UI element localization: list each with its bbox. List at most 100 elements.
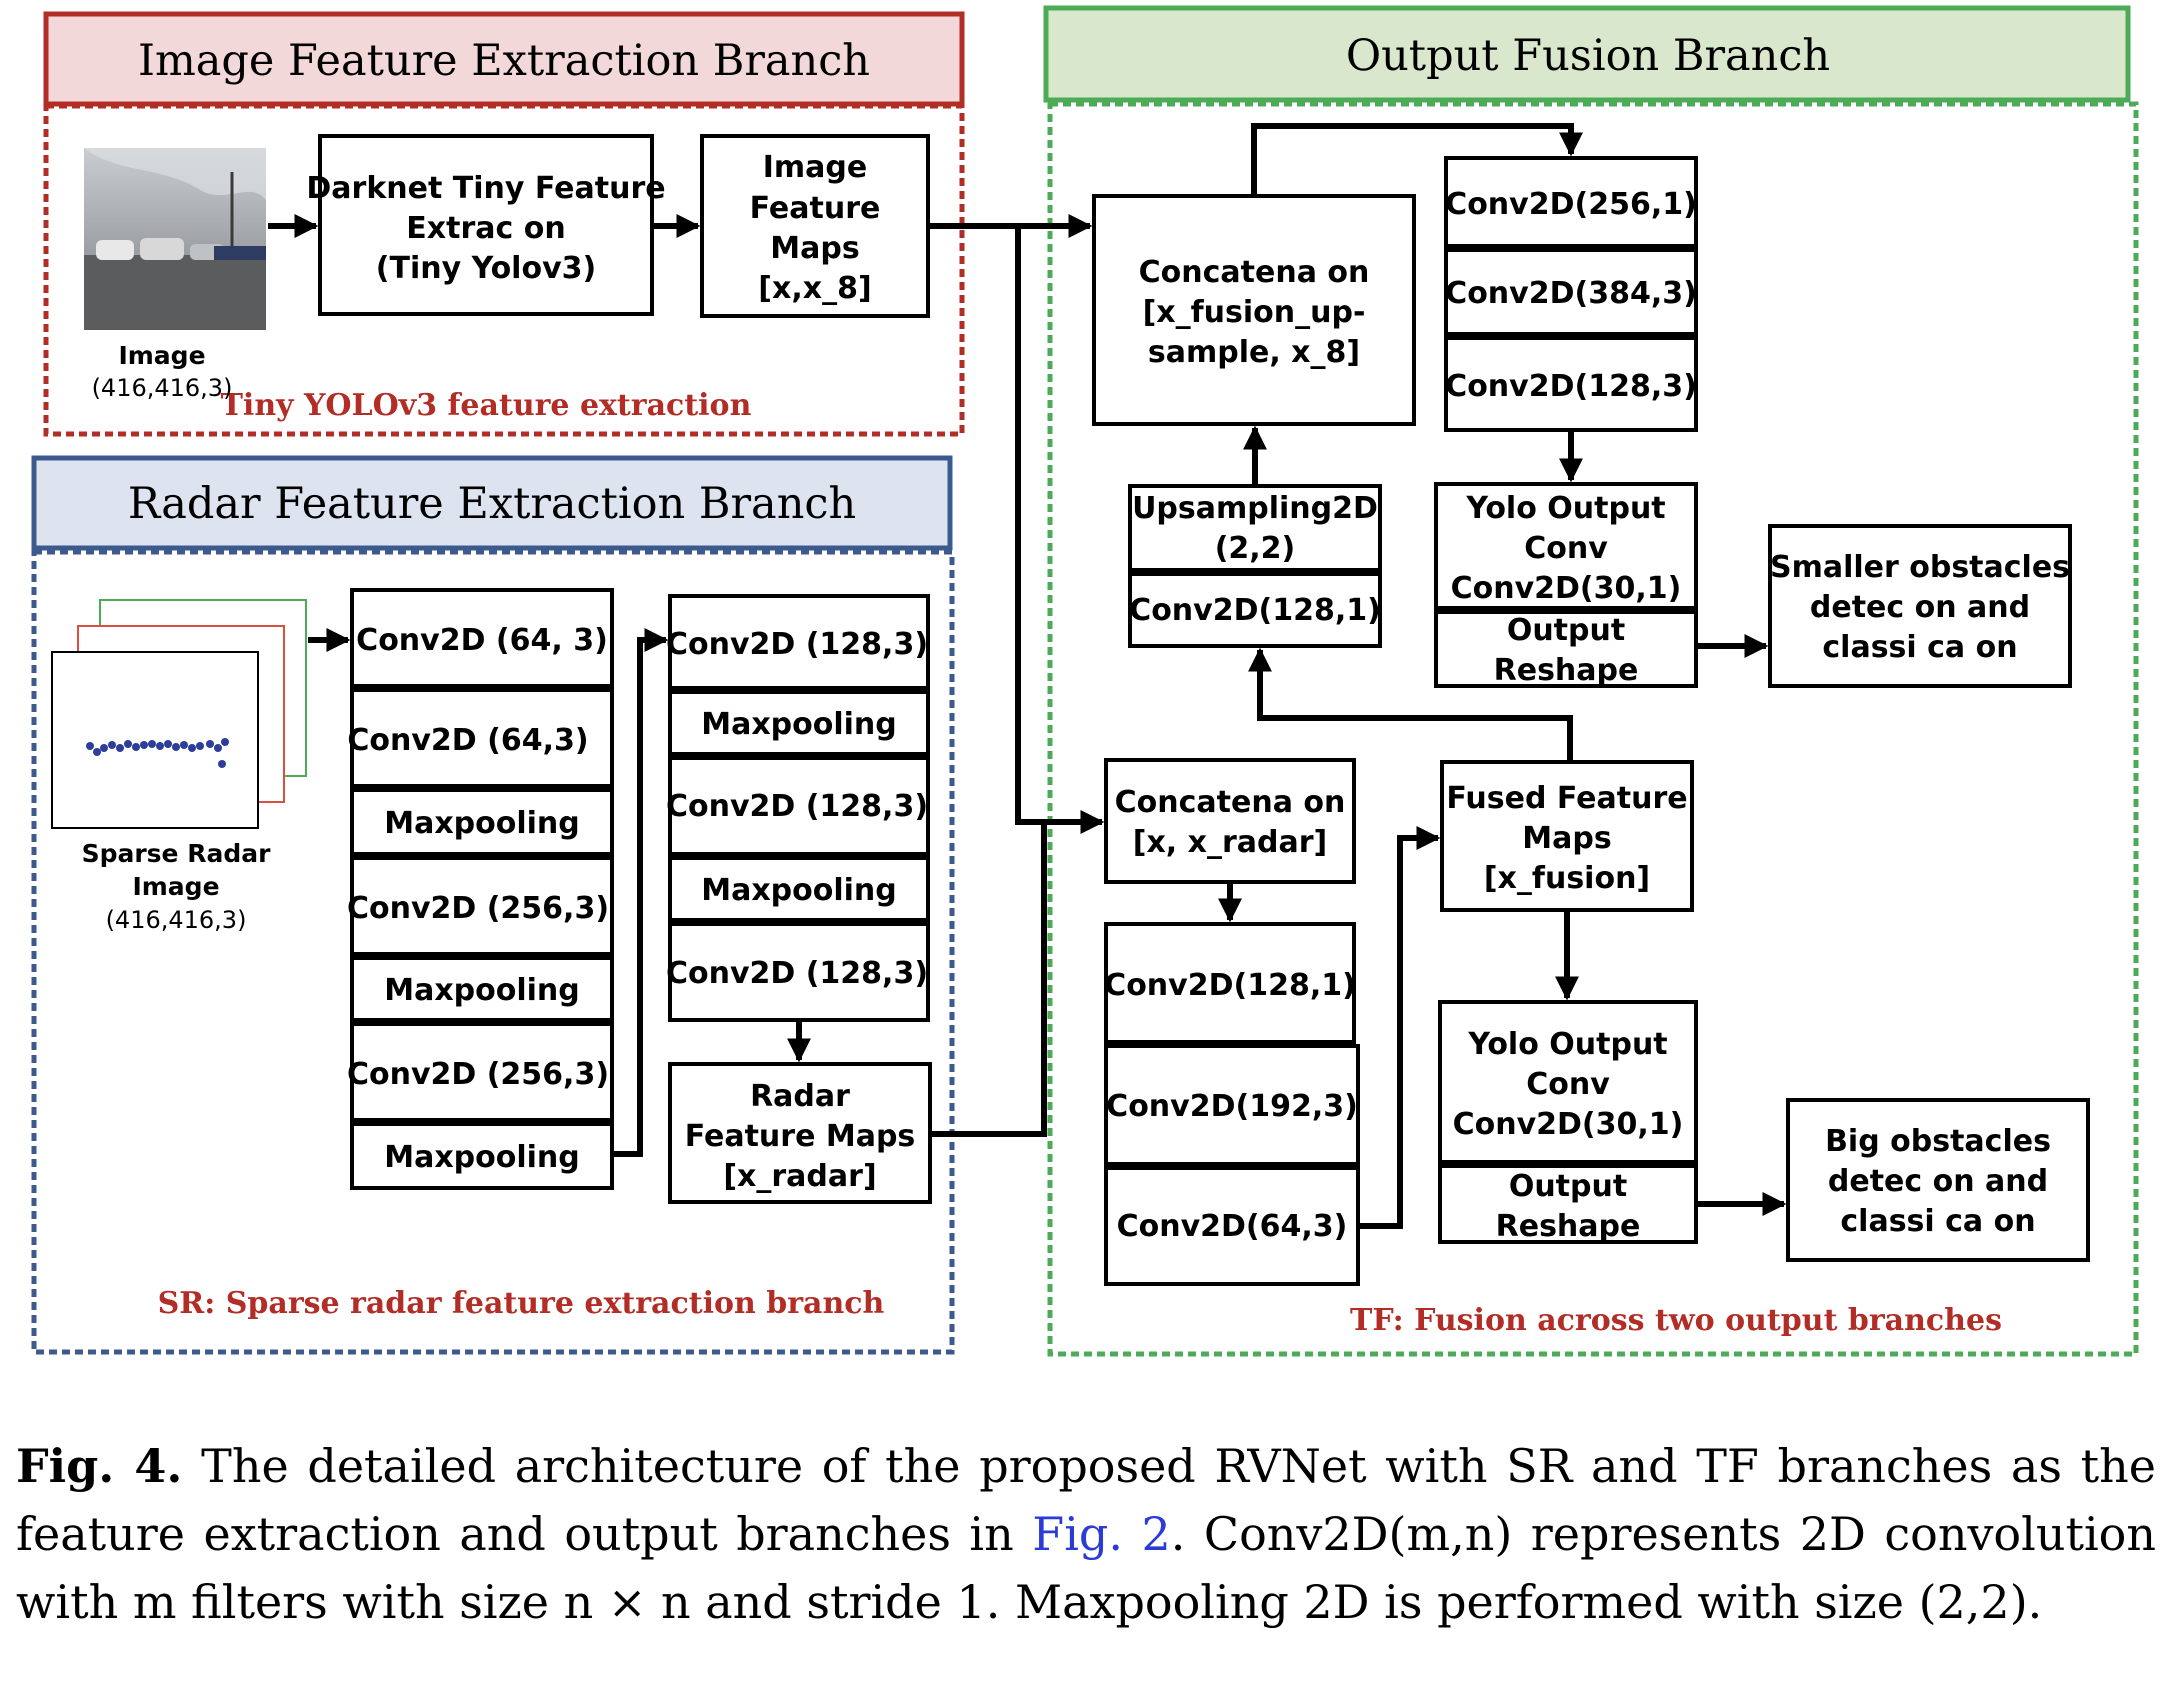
caption-text-1: The detailed architecture of the propose… <box>16 1439 2156 1561</box>
radar-c1-layer-1: Conv2D (64, 3) <box>356 623 608 658</box>
upsampling-box: Upsampling2D (2,2) Conv2D(128,1) <box>1128 484 1382 648</box>
radar-branch-header <box>31 455 953 551</box>
bottom-stack-layer-2: Conv2D(192,3) <box>1106 1089 1358 1124</box>
caption-text-2: . Conv2D(m,n) represents 2D convolution … <box>16 1507 2156 1629</box>
fused-line-2: Maps <box>1522 821 1611 856</box>
concat-top-line-2: [x_fusion_up- <box>1143 295 1366 330</box>
caption-label: Fig. 4. <box>16 1439 183 1493</box>
radar-c2-layer-1: Conv2D (128,3) <box>666 627 928 662</box>
radar-c2-layer-4: Maxpooling <box>701 873 897 908</box>
top-stack-layer-3: Conv2D(128,3) <box>1445 369 1697 404</box>
radar-c2-layer-2: Maxpooling <box>701 707 897 742</box>
radar-branch-title: Radar Feature Extraction Branch <box>128 479 856 529</box>
big-obstacles-output: Big obstacles detec on and classi ca on <box>1786 1098 2090 1262</box>
small-out-line-1: Smaller obstacles <box>1770 550 2070 585</box>
image-maps-line-3: Maps <box>770 231 859 266</box>
radar-c1-layer-2: Conv2D (64,3) <box>347 723 588 758</box>
radar-c2-layer-5: Conv2D (128,3) <box>666 956 928 991</box>
arrow-radar-maps-to-concat <box>930 822 1047 1137</box>
reshape-top-line-1: Output <box>1507 613 1625 648</box>
image-feature-maps-box: Image Feature Maps [x,x_8] <box>700 134 930 318</box>
radar-branch-frame <box>31 549 955 1355</box>
concat-bottom-line-1: Concatena on <box>1115 785 1346 820</box>
radar-points <box>86 738 229 768</box>
yolo-top-line-1: Yolo Output <box>1465 491 1665 526</box>
arrow-fused-to-upsample <box>1248 647 1573 762</box>
upsampling-line-2: (2,2) <box>1215 531 1296 566</box>
image-maps-line-4: [x,x_8] <box>758 271 871 306</box>
radar-input-label-1: Sparse Radar <box>82 839 272 868</box>
yolo-output-bottom: Yolo Output Conv Conv2D(30,1) Output Res… <box>1438 1000 1698 1244</box>
radar-branch-subtitle: SR: Sparse radar feature extraction bran… <box>158 1286 885 1321</box>
radar-input-label-2: Image <box>132 872 219 901</box>
upsampling-line-1: Upsampling2D <box>1132 491 1378 526</box>
radar-c1-layer-4: Conv2D (256,3) <box>347 891 609 926</box>
connectors <box>268 123 1787 1229</box>
radar-c1-layer-6: Conv2D (256,3) <box>347 1057 609 1092</box>
radar-conv-column-2: Conv2D (128,3) Maxpooling Conv2D (128,3)… <box>666 594 930 1022</box>
radar-c2-layer-3: Conv2D (128,3) <box>666 789 928 824</box>
big-out-line-2: detec on and <box>1828 1164 2048 1199</box>
input-image-thumbnail <box>84 148 266 330</box>
fused-line-3: [x_fusion] <box>1484 861 1650 896</box>
small-obstacles-output: Smaller obstacles detec on and classi ca… <box>1768 524 2072 688</box>
yolo-bottom-line-1: Yolo Output <box>1467 1027 1667 1062</box>
radar-maps-line-1: Radar <box>750 1079 850 1114</box>
radar-c1-layer-7: Maxpooling <box>384 1140 580 1175</box>
top-conv-stack: Conv2D(256,1) Conv2D(384,3) Conv2D(128,3… <box>1444 156 1698 432</box>
small-out-line-2: detec on and <box>1810 590 2030 625</box>
radar-maps-line-3: [x_radar] <box>723 1159 876 1194</box>
yolo-top-line-2: Conv <box>1524 531 1608 566</box>
darknet-line-3: (Tiny Yolov3) <box>376 251 596 286</box>
concat-bottom-box: Concatena on [x, x_radar] <box>1104 758 1356 884</box>
arrow-c1-to-c2 <box>612 628 669 1157</box>
darknet-line-2: Extrac on <box>406 211 565 246</box>
yolo-top-line-3: Conv2D(30,1) <box>1451 571 1682 606</box>
concat-top-box: Concatena on [x_fusion_up- sample, x_8] <box>1092 194 1416 426</box>
darknet-box: Darknet Tiny Feature Extrac on (Tiny Yol… <box>306 134 666 316</box>
radar-c1-layer-3: Maxpooling <box>384 806 580 841</box>
top-stack-layer-2: Conv2D(384,3) <box>1445 276 1697 311</box>
reshape-bottom-line-2: Reshape <box>1496 1209 1641 1244</box>
radar-maps-line-2: Feature Maps <box>685 1119 916 1154</box>
fusion-branch-frame <box>1047 101 2139 1357</box>
arrow-stack-to-fused <box>1358 826 1441 1229</box>
fusion-branch-title: Output Fusion Branch <box>1346 31 1830 81</box>
sparse-radar-input-stack <box>51 599 307 829</box>
yolo-output-top: Yolo Output Conv Conv2D(30,1) Output Res… <box>1434 482 1698 688</box>
concat-top-line-3: sample, x_8] <box>1148 335 1360 370</box>
fusion-branch-subtitle: TF: Fusion across two output branches <box>1350 1303 2002 1338</box>
image-branch: Image Feature Extraction Branch Tiny YOL… <box>43 11 965 437</box>
bottom-stack-layer-1: Conv2D(128,1) <box>1104 968 1356 1003</box>
top-stack-layer-1: Conv2D(256,1) <box>1445 187 1697 222</box>
concat-bottom-line-2: [x, x_radar] <box>1133 825 1328 860</box>
image-input-label: Image <box>118 341 205 370</box>
figure-caption: Fig. 4. The detailed architecture of the… <box>16 1432 2156 1636</box>
bottom-conv-stack: Conv2D(128,1) Conv2D(192,3) Conv2D(64,3) <box>1104 922 1360 1286</box>
fusion-branch-header <box>1043 5 2131 103</box>
reshape-bottom-line-1: Output <box>1509 1169 1627 1204</box>
small-out-line-3: classi ca on <box>1822 630 2017 665</box>
image-branch-header <box>43 11 965 107</box>
image-branch-subtitle: Tiny YOLOv3 feature extraction <box>221 388 752 423</box>
image-branch-frame <box>43 103 965 437</box>
image-input-shape: (416,416,3) <box>92 374 233 402</box>
reshape-top-line-2: Reshape <box>1494 653 1639 688</box>
darknet-line-1: Darknet Tiny Feature <box>306 171 665 206</box>
arrow-concat-top-to-stack <box>1251 123 1583 196</box>
fusion-branch: Output Fusion Branch TF: Fusion across t… <box>1043 5 2139 1357</box>
image-maps-line-1: Image <box>763 150 868 185</box>
big-out-line-1: Big obstacles <box>1825 1124 2051 1159</box>
upsample-conv-label: Conv2D(128,1) <box>1129 593 1381 628</box>
fused-feature-maps-box: Fused Feature Maps [x_fusion] <box>1440 760 1694 912</box>
radar-conv-column-1: Conv2D (64, 3) Conv2D (64,3) Maxpooling … <box>347 588 614 1190</box>
radar-input-shape: (416,416,3) <box>106 906 247 934</box>
image-maps-line-2: Feature <box>750 191 881 226</box>
yolo-bottom-line-2: Conv <box>1526 1067 1610 1102</box>
image-branch-title: Image Feature Extraction Branch <box>138 36 870 86</box>
yolo-bottom-line-3: Conv2D(30,1) <box>1453 1107 1684 1142</box>
bottom-stack-layer-3: Conv2D(64,3) <box>1117 1209 1348 1244</box>
radar-branch: Radar Feature Extraction Branch SR: Spar… <box>31 455 955 1355</box>
arrow-x-to-concat-bottom <box>1015 226 1105 834</box>
caption-figure-link[interactable]: Fig. 2 <box>1032 1507 1171 1561</box>
